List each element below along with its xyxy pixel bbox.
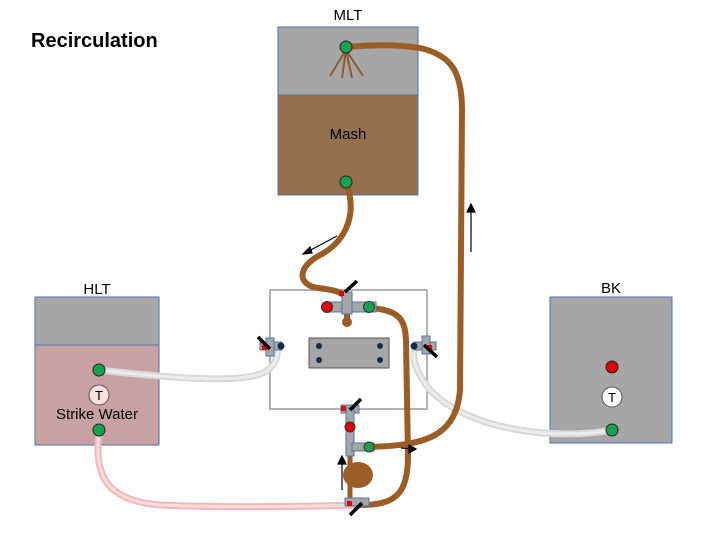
top-valve-handle[interactable]: [343, 279, 359, 294]
pump-outlet-fitting: [344, 497, 370, 517]
lower-manifold-valve-red[interactable]: [344, 421, 356, 433]
right-panel-fitting: [410, 335, 439, 359]
mlt-label: MLT: [333, 7, 363, 24]
lower-manifold-valve-green[interactable]: [363, 441, 375, 453]
bk-label: BK: [600, 280, 621, 297]
pump-valve-handle[interactable]: [348, 501, 364, 517]
control-box-screws: [316, 343, 383, 363]
top-manifold-valve-green[interactable]: [363, 301, 375, 313]
right-valve-handle[interactable]: [422, 343, 439, 359]
left-valve-handle[interactable]: [256, 335, 272, 351]
bk-heater-indicator: [605, 360, 619, 374]
flow-arrows: [301, 202, 476, 490]
mlt-outlet-hose: [299, 179, 354, 303]
bk-outlet-port: [605, 423, 619, 437]
recirculation-return-hose: [343, 42, 466, 450]
sparge-arm-icon: [329, 49, 364, 79]
hlt-outlet-port: [92, 363, 106, 377]
bk-thermometer-icon: T: [601, 386, 623, 408]
mlt-outlet-port: [339, 175, 353, 189]
pump-inlet-hose: [357, 452, 411, 508]
hlt-headspace: [34, 296, 160, 346]
diagram-title: Recirculation: [31, 30, 158, 52]
top-manifold-valve-red[interactable]: [321, 301, 333, 313]
left-panel-fitting: [256, 335, 285, 357]
mlt-contents-label: Mash: [329, 126, 367, 143]
hlt-inlet-port: [92, 423, 106, 437]
lower-manifold: [340, 397, 375, 457]
lower-valve-handle[interactable]: [348, 397, 363, 412]
mlt-inlet-port: [339, 40, 353, 54]
hlt-label: HLT: [83, 281, 111, 298]
bk-temp-symbol: T: [608, 390, 616, 405]
pump-icon: [343, 462, 373, 488]
top-manifold: [321, 279, 377, 327]
control-box: [308, 337, 390, 369]
flow-arrow-mlt-outlet: [306, 235, 338, 253]
hlt-contents-label: Strike Water: [56, 406, 138, 423]
hlt-thermometer-icon: T: [88, 384, 110, 406]
hlt-temp-symbol: T: [95, 388, 103, 403]
manifold-down-hose: [367, 305, 411, 458]
